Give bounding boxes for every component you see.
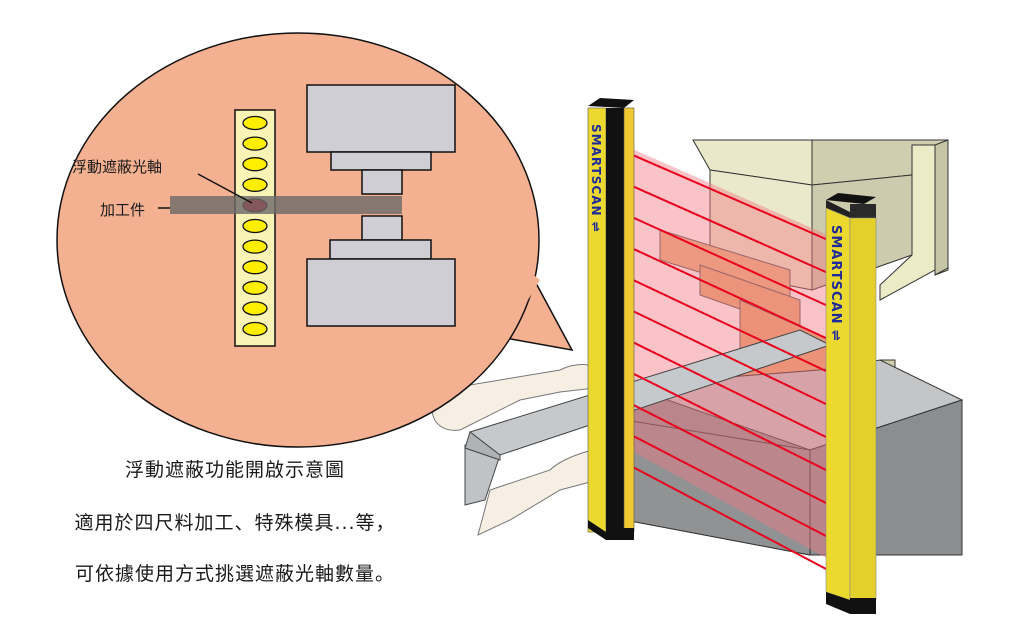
light-beam [611,300,829,406]
light-beam [611,176,829,274]
beam-led [242,157,268,172]
receiver-brand-label: SMARTSCAN ⇌ [828,225,843,342]
workpiece-sheet [464,329,832,506]
light-beam [611,362,829,472]
caption-title: 浮動遮蔽功能開啟示意圖 [124,459,345,481]
light-beam [611,269,829,373]
beam-led [242,136,268,151]
beam-led [242,301,268,316]
beam-led [242,321,268,337]
light-beam [611,424,829,538]
beam-led [242,260,268,275]
beam-led [242,239,268,254]
inset-press-die [306,84,456,327]
beam-led [242,280,268,295]
inset-workpiece-bar [158,196,402,214]
receiver-column [825,193,877,614]
label-floating-blanked-beam: 浮動遮蔽光軸 [72,158,163,176]
label-workpiece: 加工件 [100,201,146,219]
light-beam [611,455,829,571]
emitter-column [587,98,635,540]
beam-group [611,145,829,571]
light-beam [611,238,829,340]
inset-led-group [242,115,268,337]
light-beam [611,145,829,241]
light-curtain-field [612,140,830,560]
light-beam [611,393,829,505]
emitter-brand-label: SMARTSCAN ⇌ [589,124,603,233]
light-beam [611,207,829,307]
callout-pointer-line [197,173,253,204]
caption-line-2: 適用於四尺料加工、特殊模具...等， [74,512,396,534]
caption-line-3: 可依據使用方式挑選遮蔽光軸數量。 [74,563,395,585]
light-beam [611,331,829,439]
beam-led [242,115,268,131]
beam-led [242,177,268,192]
beam-led [242,218,268,234]
